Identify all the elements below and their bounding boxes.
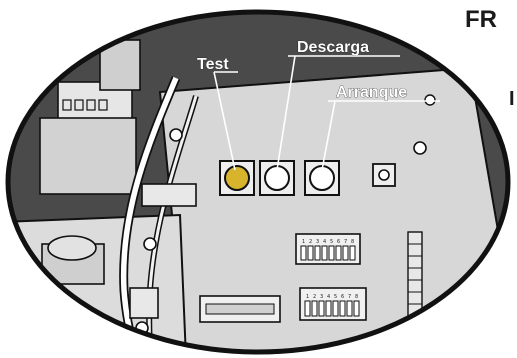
- dip-switch-1-number: 4: [323, 239, 326, 245]
- dip-switch-2-number: 5: [334, 294, 337, 300]
- dip-switch-2-number: 8: [355, 294, 358, 300]
- test-button-cap: [225, 166, 249, 190]
- dip-switch-2-number: 3: [320, 294, 323, 300]
- arranque-button-label: Arranque: [336, 84, 407, 101]
- dip-switch-2-number: 2: [313, 294, 316, 300]
- dip-switch-1-number: 5: [330, 239, 333, 245]
- dip-switch-2-number: 4: [327, 294, 330, 300]
- dip-switch-1-number: 8: [351, 239, 354, 245]
- dip-switch-2-number: 1: [306, 294, 309, 300]
- test-button-label: Test: [197, 56, 229, 73]
- dip-switch-1-number: 7: [344, 239, 347, 245]
- dip-switch-1-number: 6: [337, 239, 340, 245]
- descarga-button-label: Descarga: [297, 39, 369, 56]
- dip-switch-1: 1 2 3 4 5 6 7 8: [296, 234, 360, 264]
- dip-switch-2-number: 7: [348, 294, 351, 300]
- small-switch: [373, 164, 395, 186]
- dip-switch-1-number: 3: [316, 239, 319, 245]
- dip-switch-2: 1 2 3 4 5 6 7 8: [300, 288, 366, 320]
- dip-switch-1-number: 2: [309, 239, 312, 245]
- test-button: [220, 161, 254, 195]
- dip-switch-1-number: 1: [302, 239, 305, 245]
- dip-switch-2-number: 6: [341, 294, 344, 300]
- bottom-connector: [200, 296, 280, 322]
